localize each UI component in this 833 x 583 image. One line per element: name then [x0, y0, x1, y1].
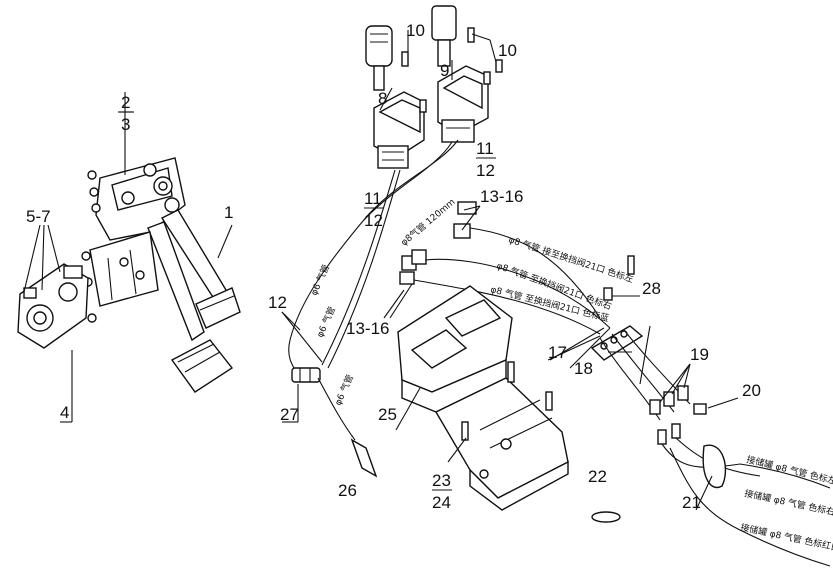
label-25: 25 — [378, 405, 397, 424]
annotation-out-1: 接储罐 φ8 气管 色标左 — [745, 453, 833, 487]
label-2: 2 — [121, 93, 130, 112]
annotation-hose-c: φ6 气管 — [332, 373, 356, 408]
manifold-group — [547, 255, 831, 567]
label-19: 19 — [690, 345, 709, 364]
label-12-hose: 12 — [268, 293, 287, 312]
part-number-labels: 1 2 3 4 5-7 8 9 10 10 11 12 11 12 12 13-… — [26, 21, 761, 512]
label-9: 9 — [440, 61, 449, 80]
label-12-left: 12 — [364, 211, 383, 230]
label-1: 1 — [224, 203, 233, 222]
label-24: 24 — [432, 493, 451, 512]
annotation-hose-b: φ6 气管 — [314, 305, 338, 340]
annotation-hose-a: φ6 气管 — [308, 263, 332, 298]
pedal-assembly — [17, 92, 241, 423]
hose-annotations: φ8气管 120mm φ6 气管 φ6 气管 φ6 气管 φ8 气管 接至换挡阀… — [308, 196, 833, 554]
label-8: 8 — [378, 89, 387, 108]
label-12-right: 12 — [476, 161, 495, 180]
label-21: 21 — [682, 493, 701, 512]
label-11-right: 11 — [476, 139, 494, 158]
label-4: 4 — [60, 403, 69, 422]
air-lines — [281, 139, 611, 478]
annotation-out-3: 接储罐 φ8 气管 色标红白 — [739, 521, 833, 554]
label-5-7: 5-7 — [26, 207, 51, 226]
label-26: 26 — [338, 481, 357, 500]
label-27: 27 — [280, 405, 299, 424]
label-18: 18 — [574, 359, 593, 378]
label-28: 28 — [642, 279, 661, 298]
label-23: 23 — [432, 471, 451, 490]
label-10-right: 10 — [498, 41, 517, 60]
annotation-hose-length: φ8气管 120mm — [398, 196, 457, 248]
base-bracket — [395, 285, 569, 511]
annotation-out-2: 接储罐 φ8 气管 色标右 — [743, 487, 833, 518]
label-11-left: 11 — [364, 189, 382, 208]
label-22: 22 — [588, 467, 607, 486]
label-13-16-bottom: 13-16 — [346, 319, 389, 338]
label-13-16-top: 13-16 — [480, 187, 523, 206]
control-valves — [365, 5, 503, 209]
label-17: 17 — [548, 343, 567, 362]
label-10-left: 10 — [406, 21, 425, 40]
label-3: 3 — [121, 115, 130, 134]
label-20: 20 — [742, 381, 761, 400]
